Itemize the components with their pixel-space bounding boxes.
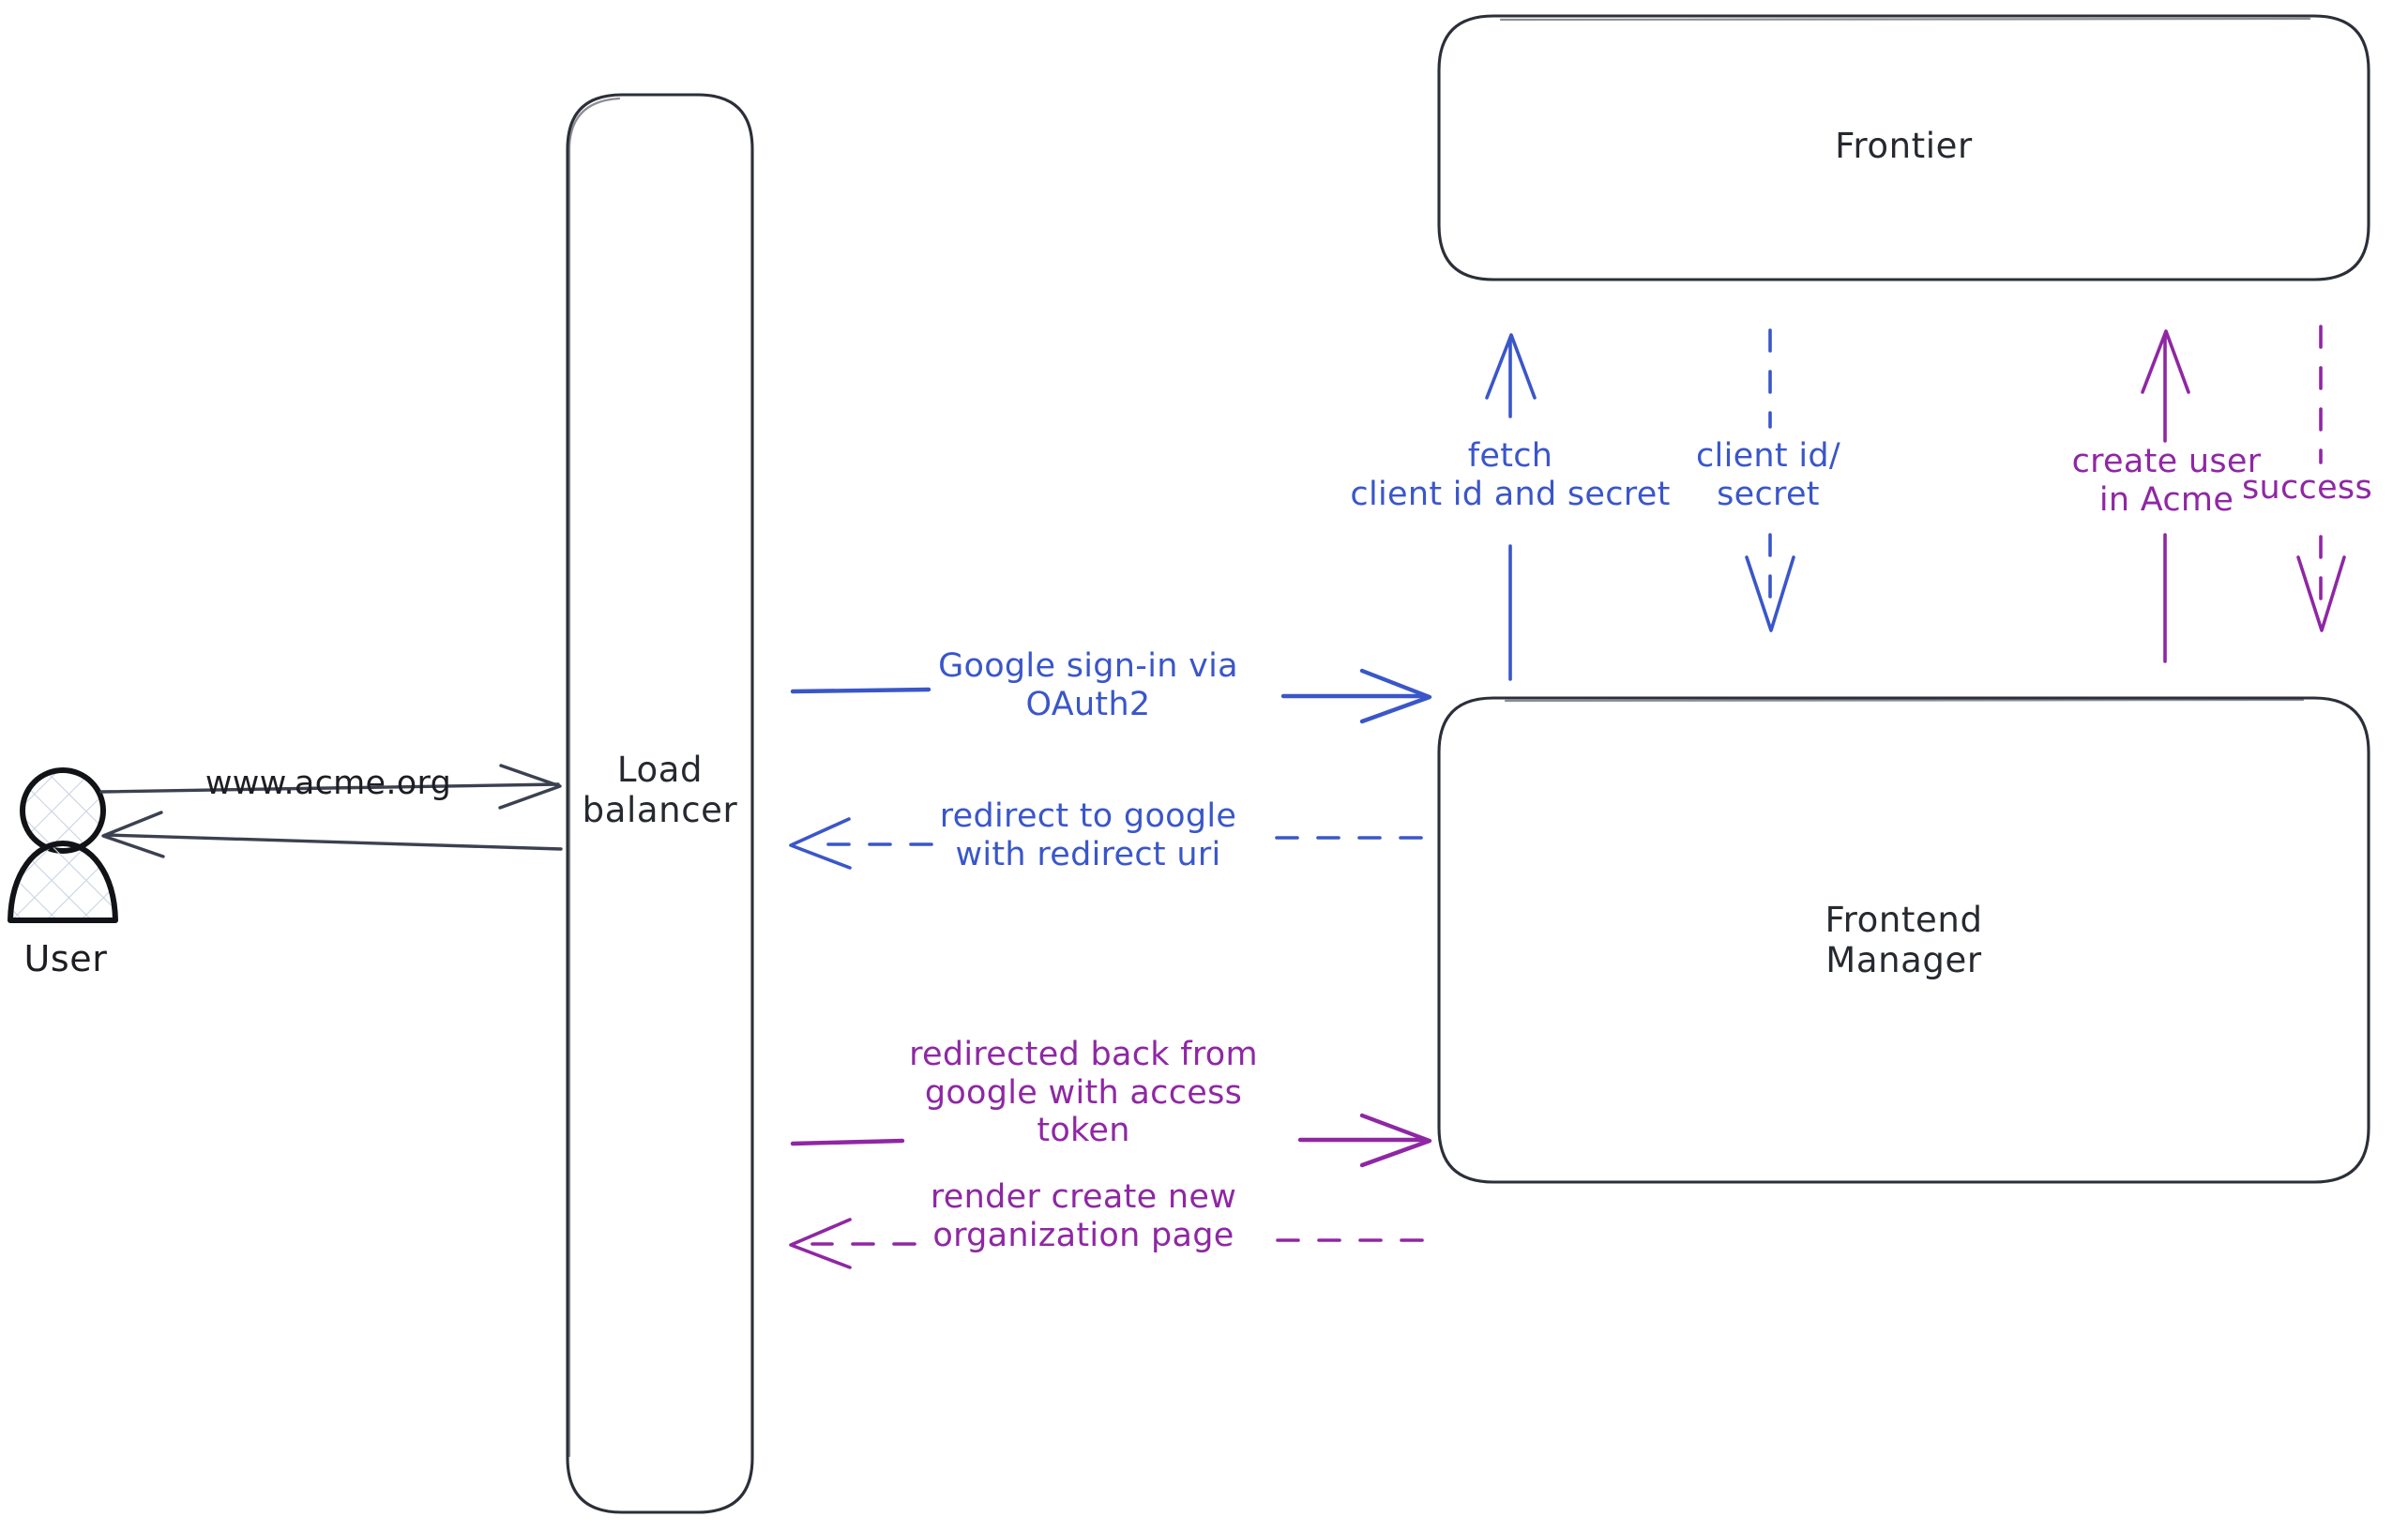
edge-success bbox=[2296, 325, 2346, 632]
edge-redirect-to-google bbox=[789, 817, 1423, 870]
person-head-shape bbox=[23, 770, 103, 851]
node-frontier-shape[interactable] bbox=[1437, 14, 2370, 281]
edge-client-id-secret bbox=[1745, 328, 1795, 632]
edge-redirected-back-token bbox=[790, 1113, 1432, 1168]
person-body-shape bbox=[10, 843, 115, 920]
edge-lb-to-user bbox=[101, 811, 563, 858]
node-frontend-manager-shape[interactable] bbox=[1437, 696, 2370, 1184]
edge-google-signin bbox=[790, 668, 1432, 724]
edge-fetch-client-credentials bbox=[1485, 333, 1537, 681]
node-load-balancer-shape[interactable] bbox=[566, 93, 754, 1514]
edge-render-create-org bbox=[789, 1218, 1424, 1269]
actor-user bbox=[8, 767, 118, 923]
edge-user-to-lb bbox=[99, 764, 562, 810]
edge-create-user-in-acme bbox=[2141, 329, 2190, 663]
person-body-icon bbox=[8, 841, 118, 923]
